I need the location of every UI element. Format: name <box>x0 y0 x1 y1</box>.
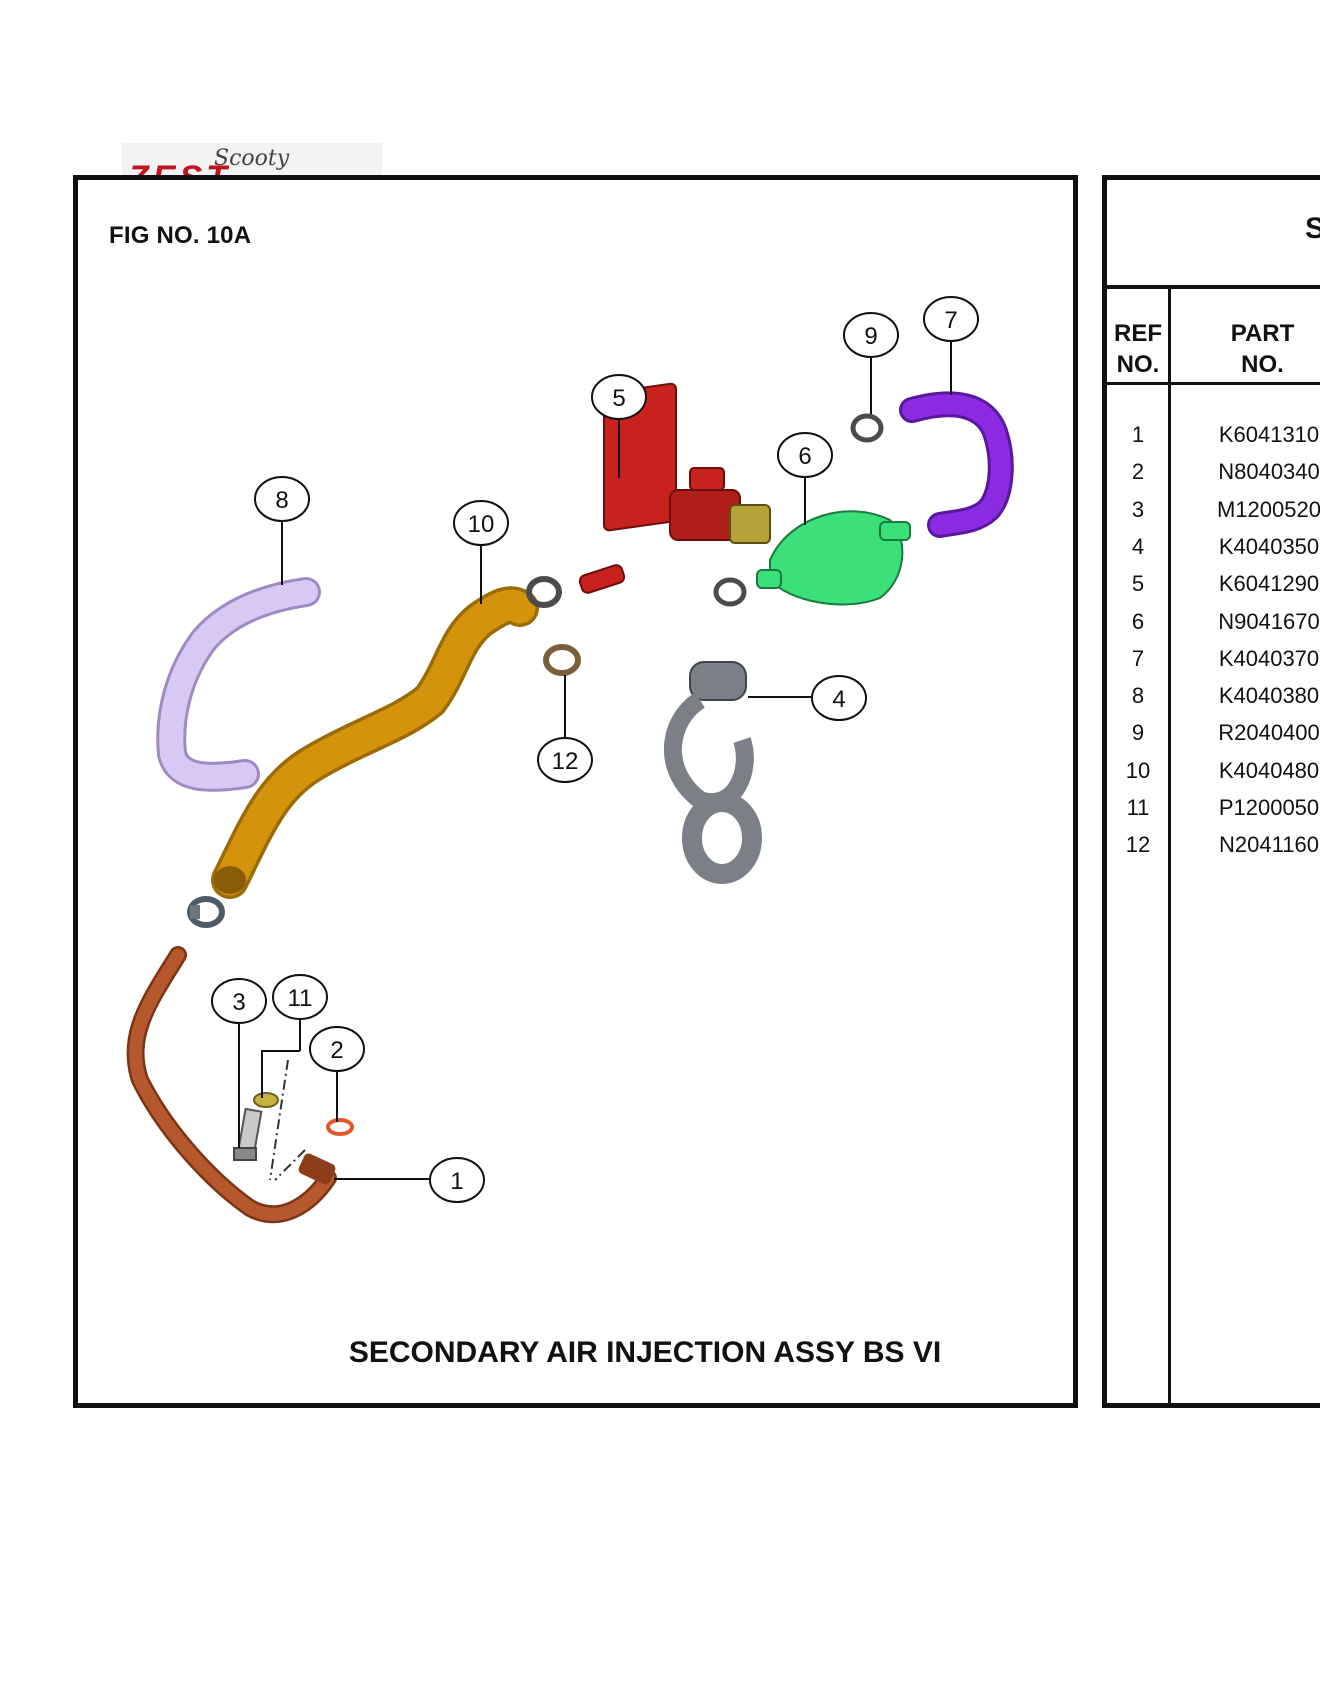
part-6-filter <box>756 510 911 606</box>
parts-table-title: S <box>1305 212 1320 245</box>
row-part-no: R2040400 <box>1218 720 1320 746</box>
row-ref-no: 7 <box>1131 645 1145 671</box>
leader-lines <box>238 341 952 1180</box>
alignment-line <box>269 1059 306 1181</box>
part-10-hose <box>211 586 539 899</box>
callout-12: 12 <box>537 737 593 783</box>
parts-table-frame <box>1102 175 1320 1408</box>
callout-10: 10 <box>453 500 509 546</box>
svg-text:7: 7 <box>944 307 957 334</box>
clamp-valve-left <box>526 576 562 608</box>
callout-5: 5 <box>591 374 647 420</box>
row-ref-no: 10 <box>1125 757 1151 783</box>
row-part-no: N8040340 <box>1218 459 1320 485</box>
table-row: 3 M1200520 <box>1106 497 1320 534</box>
svg-text:11: 11 <box>288 985 313 1012</box>
row-ref-no: 6 <box>1131 608 1145 634</box>
svg-text:10: 10 <box>468 511 495 538</box>
part-12-clamp <box>543 644 581 676</box>
row-part-no: K4040380 <box>1218 683 1320 709</box>
row-ref-no: 3 <box>1131 496 1145 522</box>
figure-number: FIG NO. 10A <box>109 222 252 249</box>
svg-text:6: 6 <box>798 443 811 470</box>
table-row: 6 N9041670 <box>1106 609 1320 646</box>
row-part-no: K4040350 <box>1218 533 1320 559</box>
row-part-no: P1200050 <box>1218 795 1320 820</box>
row-ref-no: 2 <box>1131 459 1145 485</box>
part-5-valve <box>578 382 771 594</box>
callout-9: 9 <box>843 312 899 358</box>
svg-text:1: 1 <box>450 1168 463 1195</box>
table-row: 11 P1200050 <box>1106 795 1320 832</box>
callout-2: 2 <box>309 1026 365 1072</box>
callout-7: 7 <box>923 296 979 342</box>
part-7-hose <box>899 391 1014 538</box>
row-ref-no: 11 <box>1126 795 1150 820</box>
header-ref-line2: NO. <box>1116 351 1160 378</box>
clamp-filter-left <box>713 577 747 607</box>
row-part-no: K4040370 <box>1218 645 1320 671</box>
table-row: 1 K6041310 <box>1106 422 1320 459</box>
part-1-pipe <box>126 946 337 1224</box>
assembly-title: SECONDARY AIR INJECTION ASSY BS VI <box>348 1336 942 1369</box>
table-row: 2 N8040340 <box>1106 459 1320 496</box>
svg-text:8: 8 <box>275 487 288 514</box>
part-8-hose <box>156 577 321 792</box>
callout-6: 6 <box>777 432 833 478</box>
table-header-top-rule <box>1102 285 1320 289</box>
part-3-bolt <box>233 1107 263 1161</box>
row-part-no: N2041160 <box>1219 832 1319 858</box>
table-header-bottom-rule <box>1102 382 1320 385</box>
table-row: 8 K4040380 <box>1106 683 1320 720</box>
row-ref-no: 12 <box>1125 832 1151 858</box>
header-part-no: PART NO. <box>1200 318 1320 380</box>
clamp-bottom <box>187 896 225 928</box>
svg-text:2: 2 <box>330 1037 343 1064</box>
svg-text:3: 3 <box>232 989 245 1016</box>
part-2-oring <box>326 1118 354 1136</box>
header-part-line2: NO. <box>1241 351 1284 378</box>
logo-script-text: Scooty <box>214 146 290 171</box>
table-row: 4 K4040350 <box>1106 534 1320 571</box>
table-row: 9 R2040400 <box>1106 720 1320 757</box>
row-ref-no: 4 <box>1131 533 1145 559</box>
row-part-no: K4040480 <box>1218 757 1320 783</box>
svg-text:12: 12 <box>552 748 579 775</box>
row-ref-no: 9 <box>1131 720 1145 746</box>
row-ref-no: 1 <box>1131 422 1145 447</box>
part-11-washer <box>253 1092 279 1108</box>
table-row: 7 K4040370 <box>1106 646 1320 683</box>
row-part-no: K6041290 <box>1218 571 1320 597</box>
row-ref-no: 8 <box>1131 683 1145 709</box>
row-part-no: N9041670 <box>1218 608 1320 634</box>
row-part-no: M1200520 <box>1217 496 1320 522</box>
svg-text:5: 5 <box>612 385 625 412</box>
header-part-line1: PART <box>1230 320 1295 347</box>
svg-text:9: 9 <box>864 323 877 350</box>
part-4-bracket <box>664 661 762 884</box>
callout-4: 4 <box>811 675 867 721</box>
svg-text:4: 4 <box>832 686 845 713</box>
table-column-divider <box>1168 287 1171 1408</box>
table-row: 10 K4040480 <box>1106 758 1320 795</box>
header-ref-line1: REF <box>1114 320 1162 347</box>
callout-1: 1 <box>429 1157 485 1203</box>
callout-3: 3 <box>211 978 267 1024</box>
table-row: 12 N2041160 <box>1106 832 1320 869</box>
header-ref-no: REF NO. <box>1106 318 1170 380</box>
callout-8: 8 <box>254 476 310 522</box>
part-9-clamp <box>850 413 884 443</box>
callout-11: 11 <box>272 974 328 1020</box>
row-part-no: K6041310 <box>1218 422 1320 447</box>
table-row: 5 K6041290 <box>1106 571 1320 608</box>
row-ref-no: 5 <box>1131 571 1145 597</box>
